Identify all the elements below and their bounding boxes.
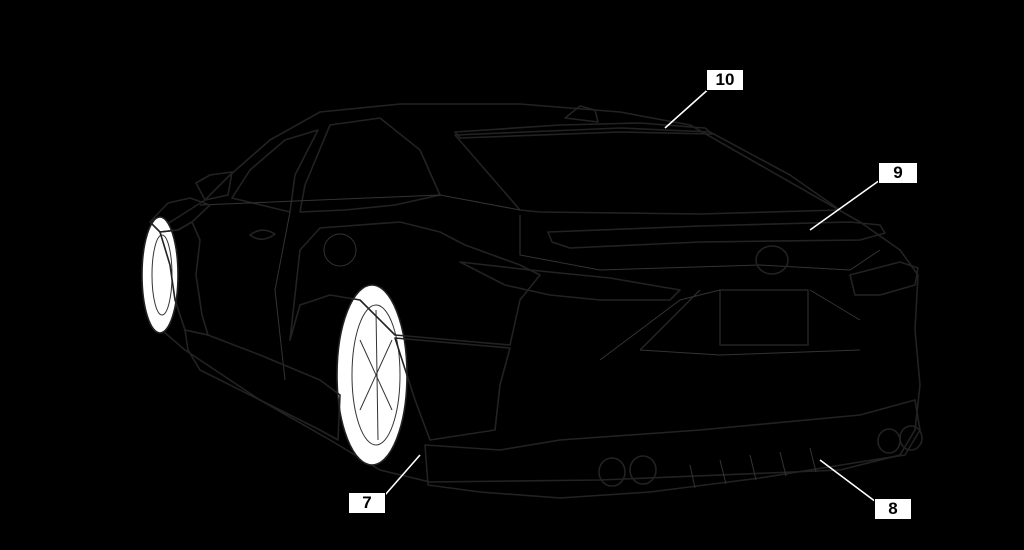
diffuser-fins — [689, 447, 817, 489]
exhaust-tip-right-1 — [877, 428, 901, 454]
trunk-spoiler — [547, 221, 886, 249]
fuel-cap — [323, 233, 357, 267]
rear-window — [454, 127, 841, 215]
rear-wheel-spokes — [359, 309, 393, 441]
roof-spoiler — [454, 122, 713, 139]
rear-emblem — [755, 245, 789, 275]
exhaust-tip-right-2 — [899, 425, 923, 451]
right-tail-light — [849, 261, 919, 296]
leader-9 — [809, 179, 881, 231]
door-line — [274, 211, 291, 381]
rear-diffuser — [424, 399, 921, 499]
rear-quarter-panel — [289, 221, 541, 346]
callout-9: 9 — [878, 162, 918, 184]
door-handle — [249, 229, 276, 241]
front-side-window — [231, 129, 319, 213]
callout-7: 7 — [348, 492, 386, 514]
car-body — [142, 103, 921, 483]
rear-wheel-rim — [351, 304, 401, 446]
exhaust-tip-left-1 — [598, 457, 626, 487]
rear-bumper-side — [394, 337, 511, 441]
left-tail-light — [459, 261, 681, 301]
shark-fin-antenna — [564, 105, 599, 123]
callout-8: 8 — [874, 498, 912, 520]
license-plate — [719, 289, 809, 346]
rear-fascia-lines — [599, 289, 861, 361]
callout-10: 10 — [706, 69, 744, 91]
door-belt-line — [199, 194, 521, 211]
leader-10 — [664, 85, 713, 129]
side-skirt — [184, 329, 341, 441]
leader-8 — [819, 459, 881, 506]
leader-7 — [384, 454, 421, 496]
rear-side-window — [299, 117, 441, 213]
side-mirror — [195, 171, 233, 201]
front-wheel-arch — [159, 221, 209, 336]
trunk-line — [519, 215, 881, 271]
exhaust-tip-left-2 — [629, 455, 657, 485]
